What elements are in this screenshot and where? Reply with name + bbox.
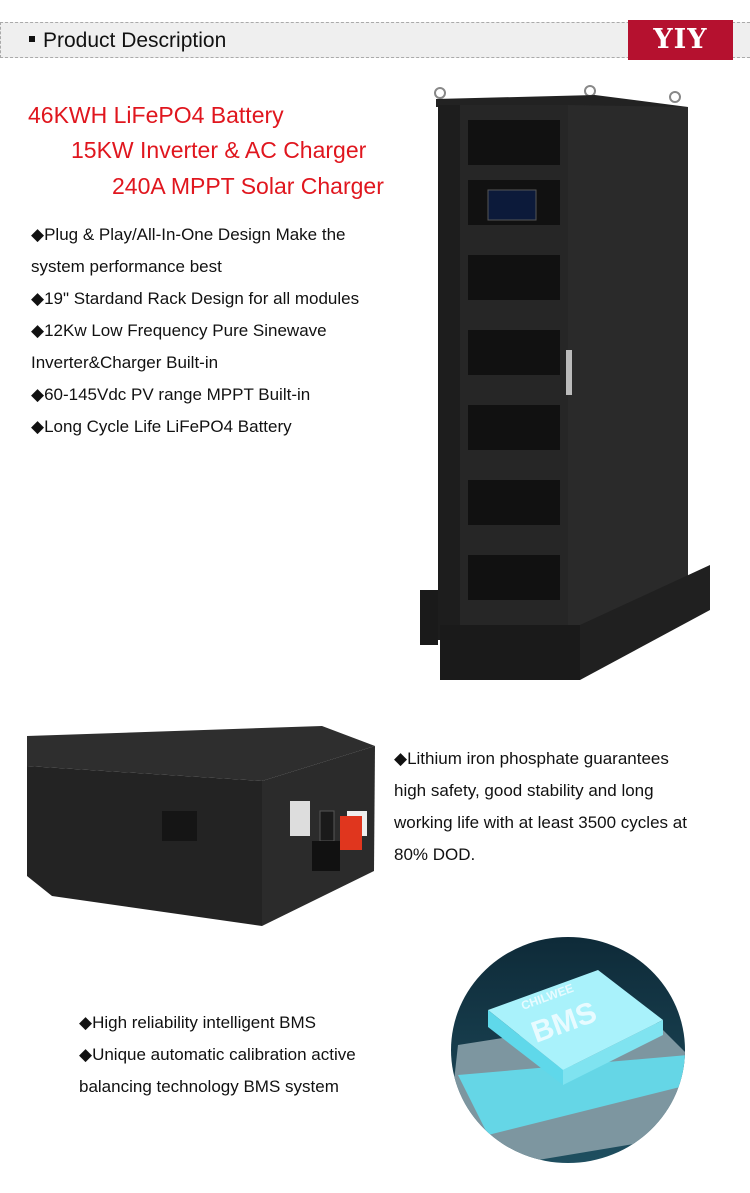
bullet-icon: [29, 36, 35, 43]
battery-description: ◆Lithium iron phosphate guarantees high …: [394, 743, 687, 871]
battery-text-line: working life with at least 3500 cycles a…: [394, 813, 687, 832]
bms-text-line: ◆Unique automatic calibration active: [79, 1045, 356, 1064]
feature-line: system performance best: [31, 257, 222, 276]
bms-text-line: ◆High reliability intelligent BMS: [79, 1013, 317, 1032]
section-title: Product Description: [29, 29, 226, 53]
feature-line: ◆Plug & Play/All-In-One Design Make the: [31, 225, 346, 244]
battery-module-image: [27, 726, 375, 926]
feature-line: ◆12Kw Low Frequency Pure Sinewave: [31, 321, 327, 340]
cabinet-image: [420, 85, 710, 680]
feature-line: ◆60-145Vdc PV range MPPT Built-in: [31, 385, 311, 404]
feature-line: ◆19" Stardand Rack Design for all module…: [31, 289, 360, 308]
feature-line: ◆Long Cycle Life LiFePO4 Battery: [31, 417, 292, 436]
bms-chip-image: CHILWEE BMS: [451, 937, 685, 1163]
section-header: Product Description: [0, 22, 750, 58]
feature-list: ◆Plug & Play/All-In-One Design Make the …: [31, 219, 359, 443]
section-title-text: Product Description: [43, 29, 227, 52]
battery-text-line: 80% DOD.: [394, 845, 476, 864]
battery-text-line: ◆Lithium iron phosphate guarantees: [394, 749, 669, 768]
headline-inverter: 15KW Inverter & AC Charger: [71, 137, 367, 163]
feature-line: Inverter&Charger Built-in: [31, 353, 219, 372]
bms-text-line: balancing technology BMS system: [79, 1077, 339, 1096]
battery-text-line: high safety, good stability and long: [394, 781, 654, 800]
brand-logo: YIY: [628, 20, 733, 60]
headline-battery: 46KWH LiFePO4 Battery: [28, 102, 284, 128]
bms-description: ◆High reliability intelligent BMS ◆Uniqu…: [79, 1007, 356, 1103]
headline-solar: 240A MPPT Solar Charger: [112, 173, 384, 199]
